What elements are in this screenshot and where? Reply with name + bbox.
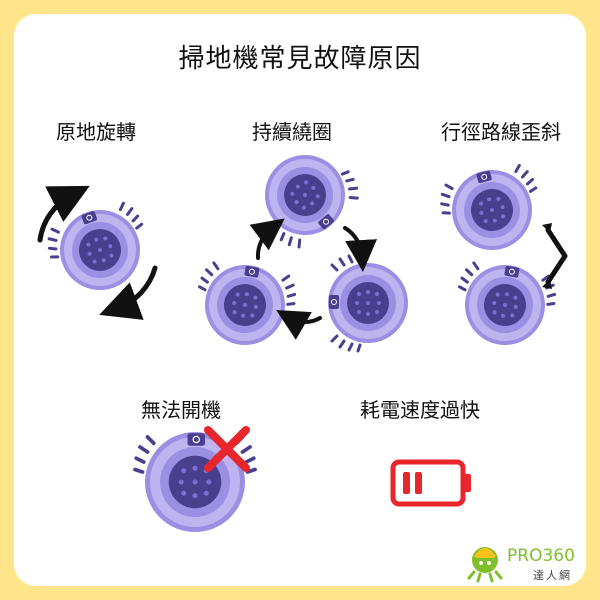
robot-vacuum-circling-icon [189, 132, 410, 355]
issue-label-power-failure: 無法開機 [141, 398, 221, 422]
issue-label-battery-drain: 耗電速度過快 [360, 398, 480, 422]
brand-name: PRO360 [507, 546, 575, 566]
robot-vacuum-spinning-icon [37, 185, 161, 320]
issue-label-spinning: 原地旋轉 [56, 120, 136, 144]
issue-label-circling: 持續繞圈 [252, 120, 332, 144]
robot-vacuum-path-deviation-icon [433, 157, 568, 355]
issue-label-path-deviation: 行徑路線歪斜 [441, 120, 561, 144]
robot-vacuum-power-failure-icon [133, 426, 257, 534]
error-x-icon [204, 426, 250, 472]
low-battery-icon [390, 459, 471, 507]
brand-logo-icon [467, 547, 503, 583]
brand-subtitle: 達人網 [533, 569, 572, 582]
page-title: 掃地機常見故障原因 [178, 44, 422, 74]
